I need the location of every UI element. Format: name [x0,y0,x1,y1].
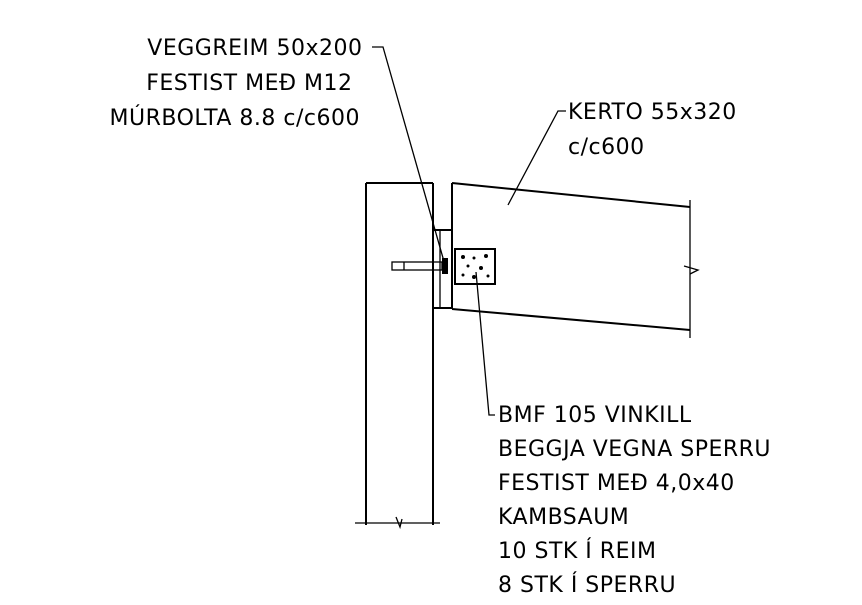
angle-bracket-label-line-4: KAMBSAUM [498,505,629,530]
wall-strip-label-line-1: VEGGREIM 50x200 [147,36,362,61]
angle-bracket-label-line-5: 10 STK Í REIM [498,538,656,564]
angle-bracket-label-line-2: BEGGJA VEGNA SPERRU [498,437,771,462]
angle-bracket-label-line-1: BMF 105 VINKILL [498,403,692,428]
leader-lines [372,46,566,416]
wall-column [355,182,440,530]
angle-bracket-label-line-6: 8 STK Í SPERRU [498,572,676,598]
angle-bracket-label-line-3: FESTIST MEÐ 4,0x40 [498,471,735,496]
wall-strip-label: VEGGREIM 50x200 FESTIST MEÐ M12 MÚRBOLTA… [110,36,370,131]
joist-label-line-2: c/c600 [568,135,645,160]
joist-label: KERTO 55x320 c/c600 [568,100,744,160]
joist-label-line-1: KERTO 55x320 [568,100,737,125]
anchor-bolt [391,258,448,274]
wall-strip-label-line-3: MÚRBOLTA 8.8 c/c600 [110,105,360,131]
angle-bracket [454,248,496,285]
wall-strip-label-line-2: FESTIST MEÐ M12 [146,71,352,96]
kerto-joist [451,182,700,338]
angle-bracket-label: BMF 105 VINKILL BEGGJA VEGNA SPERRU FEST… [498,403,779,598]
wall-strip [433,229,452,309]
